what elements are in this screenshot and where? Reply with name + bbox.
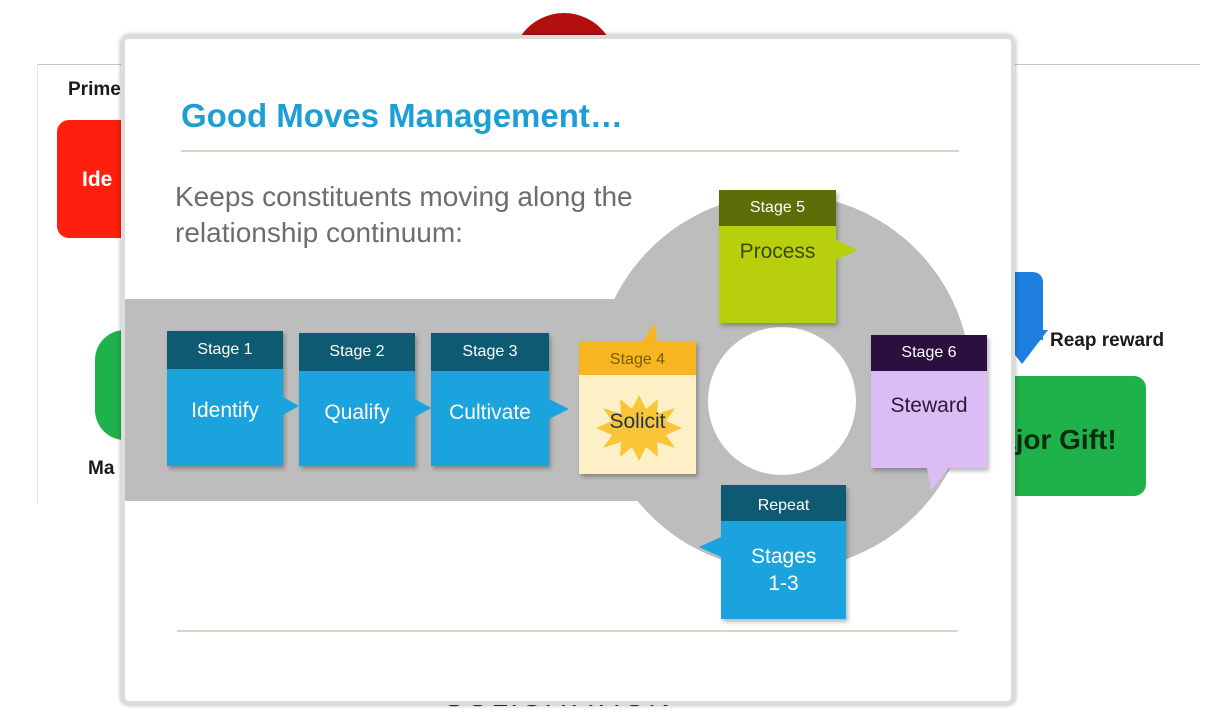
stage-3-header: Stage 3 [431, 333, 549, 371]
stage-5-label: Process [739, 240, 816, 263]
stage-2-label: Qualify [299, 371, 415, 466]
slide-title: Good Moves Management… [181, 97, 623, 134]
stage-4-label: Solicit [609, 410, 666, 433]
stage-1-header: Stage 1 [167, 331, 283, 369]
stage-3-label: Cultivate [431, 371, 549, 466]
stage-2-header: Stage 2 [299, 333, 415, 371]
title-rule [181, 150, 959, 152]
ring-center [708, 327, 856, 475]
stage-6-header: Stage 6 [871, 335, 987, 371]
burst-icon [596, 395, 682, 461]
stage-4-pointer [642, 323, 658, 343]
repeat-header: Repeat [721, 485, 846, 521]
background-major-gift-label: ajor Gift! [1000, 424, 1117, 455]
stage-5-card: Stage 5 Process [719, 190, 858, 323]
background-ma-label: Ma [88, 458, 115, 479]
stage-1-card: Stage 1 Identify [167, 331, 299, 466]
repeat-card: Repeat Stages 1-3 [699, 485, 846, 619]
stage-1-arrow [283, 397, 299, 415]
repeat-label: Stages 1-3 [751, 545, 817, 595]
slide-subtitle: Keeps constituents moving along the rela… [175, 181, 633, 248]
stage-4-header: Stage 4 [579, 341, 696, 375]
background-major-gift-box [990, 376, 1146, 496]
footer-rule [177, 630, 958, 632]
stage-4-card: Stage 4 Solicit [579, 341, 696, 474]
stage-2-arrow [415, 399, 431, 417]
background-identify-label: Ide [82, 168, 113, 191]
stage-6-card: Stage 6 Steward [871, 335, 987, 490]
stage-1-label: Identify [167, 369, 283, 466]
stage-6-pointer [927, 468, 949, 490]
stage-6-label: Steward [890, 394, 968, 417]
background-left-rule [37, 64, 38, 504]
stage-3-arrow [549, 399, 569, 419]
background-reap-label: Reap reward [1050, 330, 1165, 351]
repeat-pointer [699, 537, 721, 557]
stage-5-pointer [836, 240, 858, 260]
background-prime-label: Prime [68, 79, 121, 100]
stage-5-header: Stage 5 [719, 190, 836, 226]
stage-2-card: Stage 2 Qualify [299, 333, 431, 466]
stage-3-card: Stage 3 Cultivate [431, 333, 569, 466]
slide-card: Good Moves Management… Keeps constituent… [121, 35, 1015, 705]
